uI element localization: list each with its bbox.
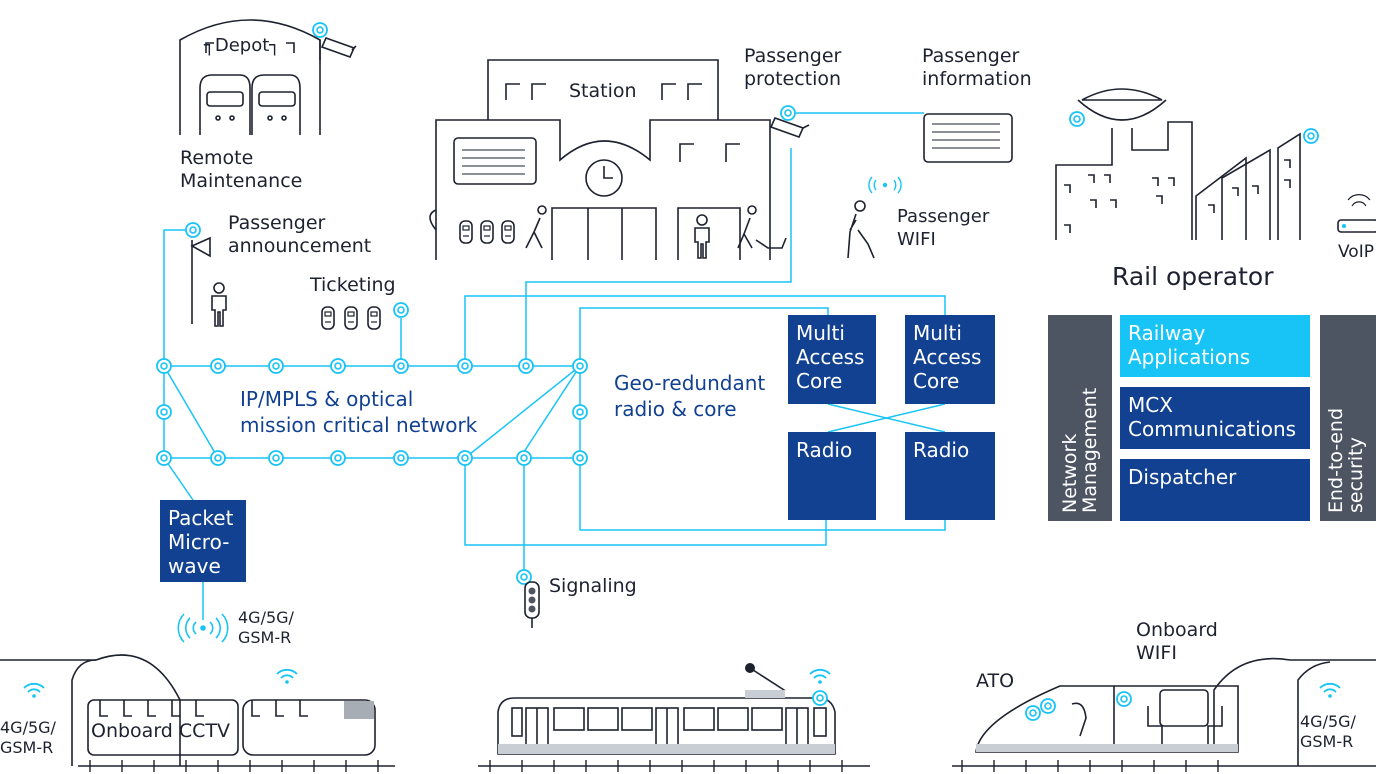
ticketing-label: Ticketing (310, 274, 396, 296)
passenger-information-label: Passenger information (922, 45, 1032, 91)
mac-right-line3: Core (913, 369, 960, 393)
geo-line2: radio & core (614, 397, 737, 421)
dispatcher-box: Dispatcher (1120, 459, 1310, 521)
wifi-person-icon (847, 200, 875, 259)
high-speed-train-icon (975, 657, 1376, 766)
mac-left-box: Multi Access Core (788, 315, 876, 404)
radio-left-box: Radio (788, 432, 876, 520)
passenger-information-line2: information (922, 68, 1032, 90)
end-to-end-security-text: End-to-end security (1325, 407, 1367, 513)
right-tunnel-line1: 4G/5G/ (1300, 712, 1356, 731)
onboard-wifi-line2: WIFI (1136, 642, 1177, 664)
packet-microwave-line2: Micro- (168, 530, 230, 554)
mcx-line2: Communications (1128, 417, 1297, 441)
network-line2: mission critical network (240, 413, 478, 437)
station-label: Station (569, 80, 637, 102)
radio-right-box-text: Radio (913, 438, 970, 462)
mac-left-line2: Access (796, 345, 865, 369)
track-ties (89, 760, 1219, 772)
e2e-security-line2: security (1345, 437, 1367, 513)
passenger-announcement-line2: announcement (228, 235, 372, 257)
mcx-communications-box: MCX Communications (1120, 387, 1310, 449)
voip-label: VoIP (1338, 242, 1374, 262)
network-management-text: Network Management (1059, 387, 1101, 513)
radio-left-label: 4G/5G/ GSM-R (238, 608, 294, 648)
signal-light-icon (524, 581, 540, 628)
passenger-wifi-line1: Passenger (897, 206, 990, 227)
signaling-label: Signaling (549, 575, 637, 597)
packet-microwave-line3: wave (168, 554, 221, 578)
e2e-security-line1: End-to-end (1325, 407, 1347, 513)
passenger-protection-label: Passenger protection (744, 45, 841, 91)
onboard-wifi-line1: Onboard (1136, 619, 1218, 641)
announcement-horn-icon (190, 236, 211, 324)
left-tunnel-train-icon (0, 654, 376, 766)
mac-left-line3: Core (796, 369, 843, 393)
network-links (163, 148, 946, 620)
remote-maintenance-line1: Remote (180, 147, 254, 169)
end-to-end-security-box: End-to-end security (1320, 315, 1376, 521)
info-display-icon (923, 113, 1013, 163)
passenger-wifi-line2: WIFI (897, 229, 936, 250)
station-building-icon (429, 59, 810, 260)
passenger-protection-line2: protection (744, 68, 842, 90)
onboard-wifi-label: Onboard WIFI (1136, 619, 1218, 665)
railway-applications-line2: Applications (1128, 345, 1251, 369)
railway-applications-box: Railway Applications (1120, 315, 1310, 377)
mac-right-line2: Access (913, 345, 982, 369)
passenger-announcement-label: Passenger announcement (228, 212, 371, 258)
mcx-line1: MCX (1128, 393, 1173, 417)
rail-operator-title: Rail operator (1112, 262, 1274, 291)
depot-text: Depot (214, 35, 270, 56)
network-label: IP/MPLS & optical mission critical netwo… (240, 386, 477, 438)
depot-building-icon (179, 19, 357, 135)
right-tunnel-label: 4G/5G/ GSM-R (1300, 712, 1356, 752)
depot-label: ┐Depot┐ (204, 35, 281, 56)
packet-microwave-box: Packet Micro- wave (160, 500, 246, 582)
mac-right-line1: Multi (913, 321, 962, 345)
geo-line1: Geo-redundant (614, 371, 766, 395)
network-management-line2: Management (1079, 387, 1101, 513)
remote-maintenance-line2: Maintenance (180, 170, 303, 192)
radio-left-box-text: Radio (796, 438, 853, 462)
mac-left-line1: Multi (796, 321, 845, 345)
radio-left-line1: 4G/5G/ (238, 608, 294, 627)
passenger-protection-line1: Passenger (744, 45, 842, 67)
ato-label: ATO (976, 670, 1015, 692)
router-icon (1337, 219, 1376, 233)
packet-microwave-line1: Packet (168, 506, 234, 530)
passenger-announcement-line1: Passenger (228, 212, 326, 234)
passenger-wifi-label: Passenger WIFI (897, 205, 989, 251)
network-management-line1: Network (1059, 433, 1081, 513)
radio-wave-icon (177, 613, 229, 643)
right-tunnel-line2: GSM-R (1300, 732, 1354, 751)
onboard-cctv-label: Onboard CCTV (91, 720, 231, 742)
radio-left-line2: GSM-R (238, 628, 292, 647)
left-tunnel-label: 4G/5G/ GSM-R (0, 718, 56, 758)
dispatcher-text: Dispatcher (1128, 465, 1237, 489)
left-tunnel-line2: GSM-R (0, 738, 54, 757)
network-line1: IP/MPLS & optical (240, 387, 414, 411)
remote-maintenance-label: Remote Maintenance (180, 147, 302, 193)
geo-redundant-label: Geo-redundant radio & core (614, 370, 765, 422)
radio-right-box: Radio (905, 432, 995, 520)
passenger-information-line1: Passenger (922, 45, 1020, 67)
network-management-box: Network Management (1048, 315, 1112, 521)
tram-icon (497, 667, 836, 755)
city-skyline-icon (1055, 88, 1301, 240)
railway-applications-line1: Railway (1128, 321, 1206, 345)
left-tunnel-line1: 4G/5G/ (0, 718, 56, 737)
wifi-signal-icon (868, 176, 902, 194)
mac-right-box: Multi Access Core (905, 315, 995, 404)
